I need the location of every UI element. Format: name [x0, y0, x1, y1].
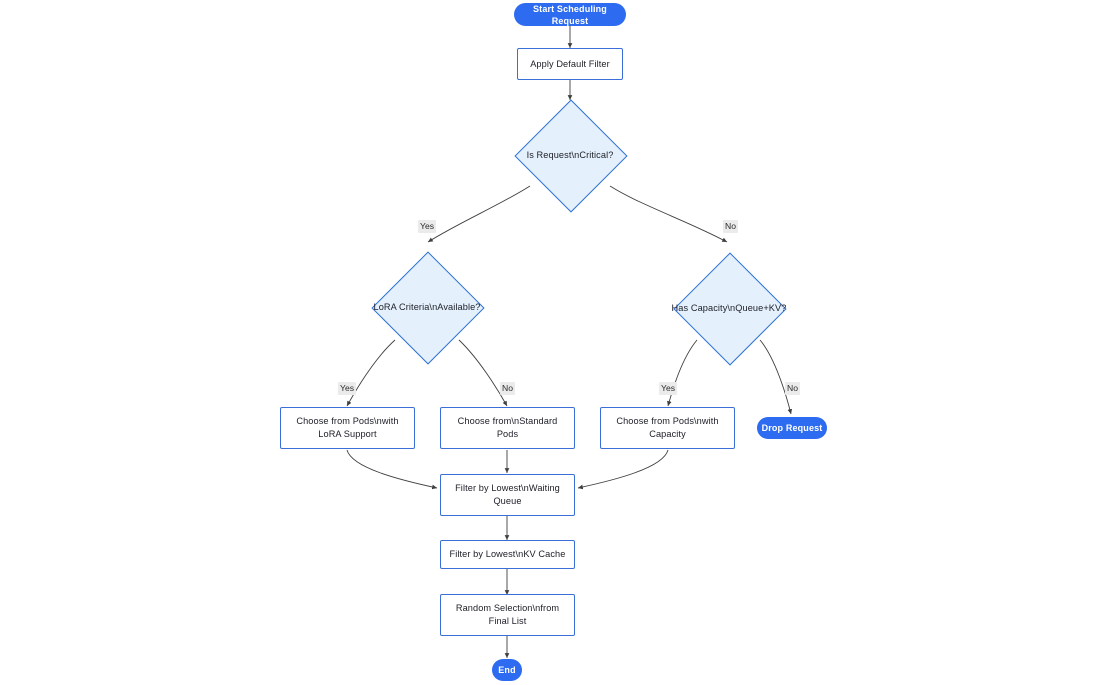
node-apply-default-filter[interactable]: Apply Default Filter — [517, 48, 623, 80]
node-choose-capacity-pods[interactable]: Choose from Pods\nwith Capacity — [600, 407, 735, 449]
node-filter-kv-cache[interactable]: Filter by Lowest\nKV Cache — [440, 540, 575, 569]
edge-capacity-pods-to-waiting-queue — [577, 449, 669, 490]
node-filter-waiting-queue[interactable]: Filter by Lowest\nWaiting Queue — [440, 474, 575, 516]
node-start[interactable]: Start Scheduling Request — [514, 3, 626, 26]
node-drop-request-label: Drop Request — [761, 423, 823, 433]
node-is-request-critical[interactable]: Is Request\nCritical? — [514, 99, 628, 213]
node-lora-criteria-available[interactable]: LoRA Criteria\nAvailable? — [371, 251, 485, 365]
node-end-label: End — [498, 665, 516, 675]
node-filter-waiting-queue-label: Filter by Lowest\nWaiting Queue — [455, 483, 560, 506]
node-has-capacity[interactable]: Has Capacity\nQueue+KV? — [671, 252, 787, 366]
edge-critical-no-to-capacity — [609, 185, 728, 243]
edge-label-critical-no: No — [723, 220, 738, 233]
node-choose-standard-pods-label: Choose from\nStandard Pods — [457, 416, 558, 439]
node-lora-criteria-available-label: LoRA Criteria\nAvailable? — [373, 301, 481, 312]
node-choose-standard-pods[interactable]: Choose from\nStandard Pods — [440, 407, 575, 449]
edge-lora-no-to-standard-pods — [458, 339, 508, 407]
edge-lora-pods-to-waiting-queue — [346, 449, 438, 490]
node-choose-capacity-pods-label: Choose from Pods\nwith Capacity — [616, 416, 719, 439]
edge-capacity-no-to-drop — [759, 339, 793, 415]
edge-label-critical-yes: Yes — [418, 220, 437, 233]
node-has-capacity-label: Has Capacity\nQueue+KV? — [671, 302, 787, 313]
edge-label-lora-no: No — [500, 382, 515, 395]
node-choose-lora-pods[interactable]: Choose from Pods\nwith LoRA Support — [280, 407, 415, 449]
edge-capacity-yes-to-capacity-pods — [667, 339, 698, 407]
node-random-selection-label: Random Selection\nfrom Final List — [455, 603, 560, 626]
edge-lora-yes-to-lora-pods — [346, 339, 396, 407]
node-start-label: Start Scheduling Request — [533, 3, 607, 26]
edge-label-capacity-no: No — [785, 382, 800, 395]
edge-label-lora-yes: Yes — [338, 382, 357, 395]
edge-critical-yes-to-lora — [427, 185, 531, 243]
node-end[interactable]: End — [492, 659, 522, 681]
node-random-selection[interactable]: Random Selection\nfrom Final List — [440, 594, 575, 636]
node-filter-kv-cache-label: Filter by Lowest\nKV Cache — [449, 549, 566, 559]
node-drop-request[interactable]: Drop Request — [757, 417, 827, 439]
node-is-request-critical-label: Is Request\nCritical? — [526, 149, 614, 160]
node-choose-lora-pods-label: Choose from Pods\nwith LoRA Support — [296, 416, 399, 439]
node-apply-default-filter-label: Apply Default Filter — [530, 58, 610, 69]
edge-label-capacity-yes: Yes — [659, 382, 678, 395]
